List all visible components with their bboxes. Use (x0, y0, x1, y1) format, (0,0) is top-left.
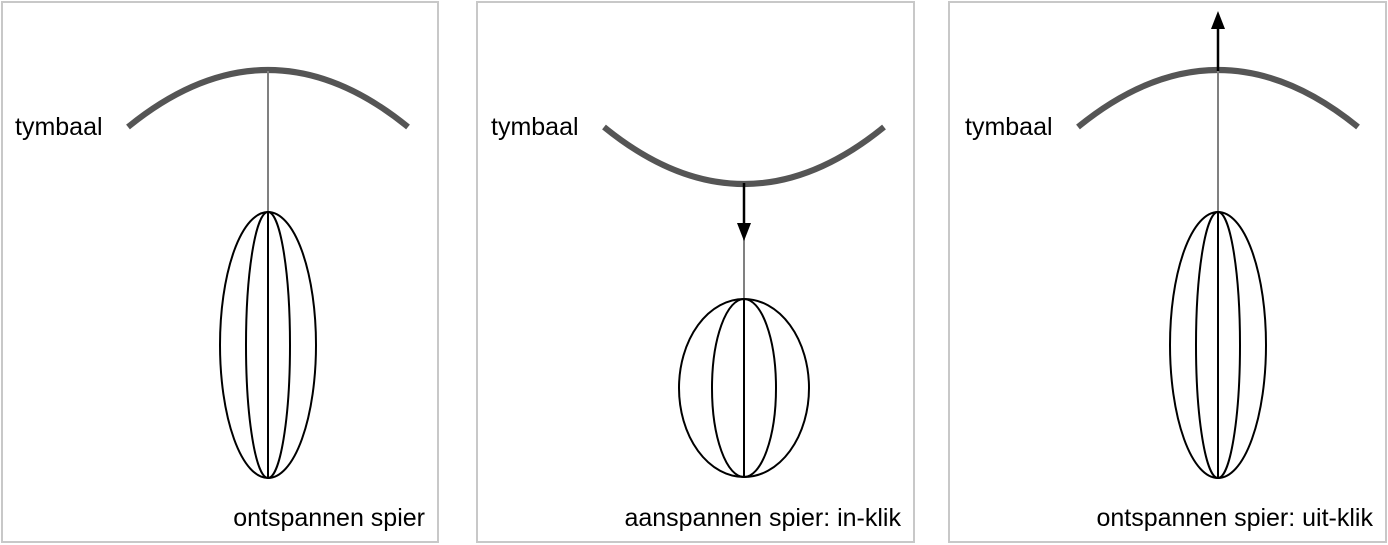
diagram-release (1076, 11, 1360, 479)
diagram-contracted (602, 124, 886, 478)
panel-caption: ontspannen spier (233, 504, 425, 532)
panel-release: tymbaal ontspannen spier: uit-klik (948, 1, 1387, 543)
tymbal-label: tymbaal (15, 113, 103, 141)
arrow-down-icon (737, 183, 751, 241)
panel-caption: ontspannen spier: uit-klik (1096, 504, 1373, 532)
tymbal-membrane (126, 67, 410, 130)
tymbal-membrane (602, 124, 886, 187)
muscle-elongated (219, 211, 317, 479)
panel-relaxed: tymbaal ontspannen spier (1, 1, 439, 543)
tymbal-label: tymbaal (491, 113, 579, 141)
diagram-relaxed (126, 67, 410, 479)
muscle-contracted (678, 298, 810, 478)
tymbal-label: tymbaal (965, 113, 1053, 141)
muscle-elongated (1169, 211, 1267, 479)
panel-contracted: tymbaal aanspannen spier: in-klik (476, 1, 915, 543)
panel-caption: aanspannen spier: in-klik (624, 504, 901, 532)
arrow-up-icon (1211, 11, 1225, 71)
